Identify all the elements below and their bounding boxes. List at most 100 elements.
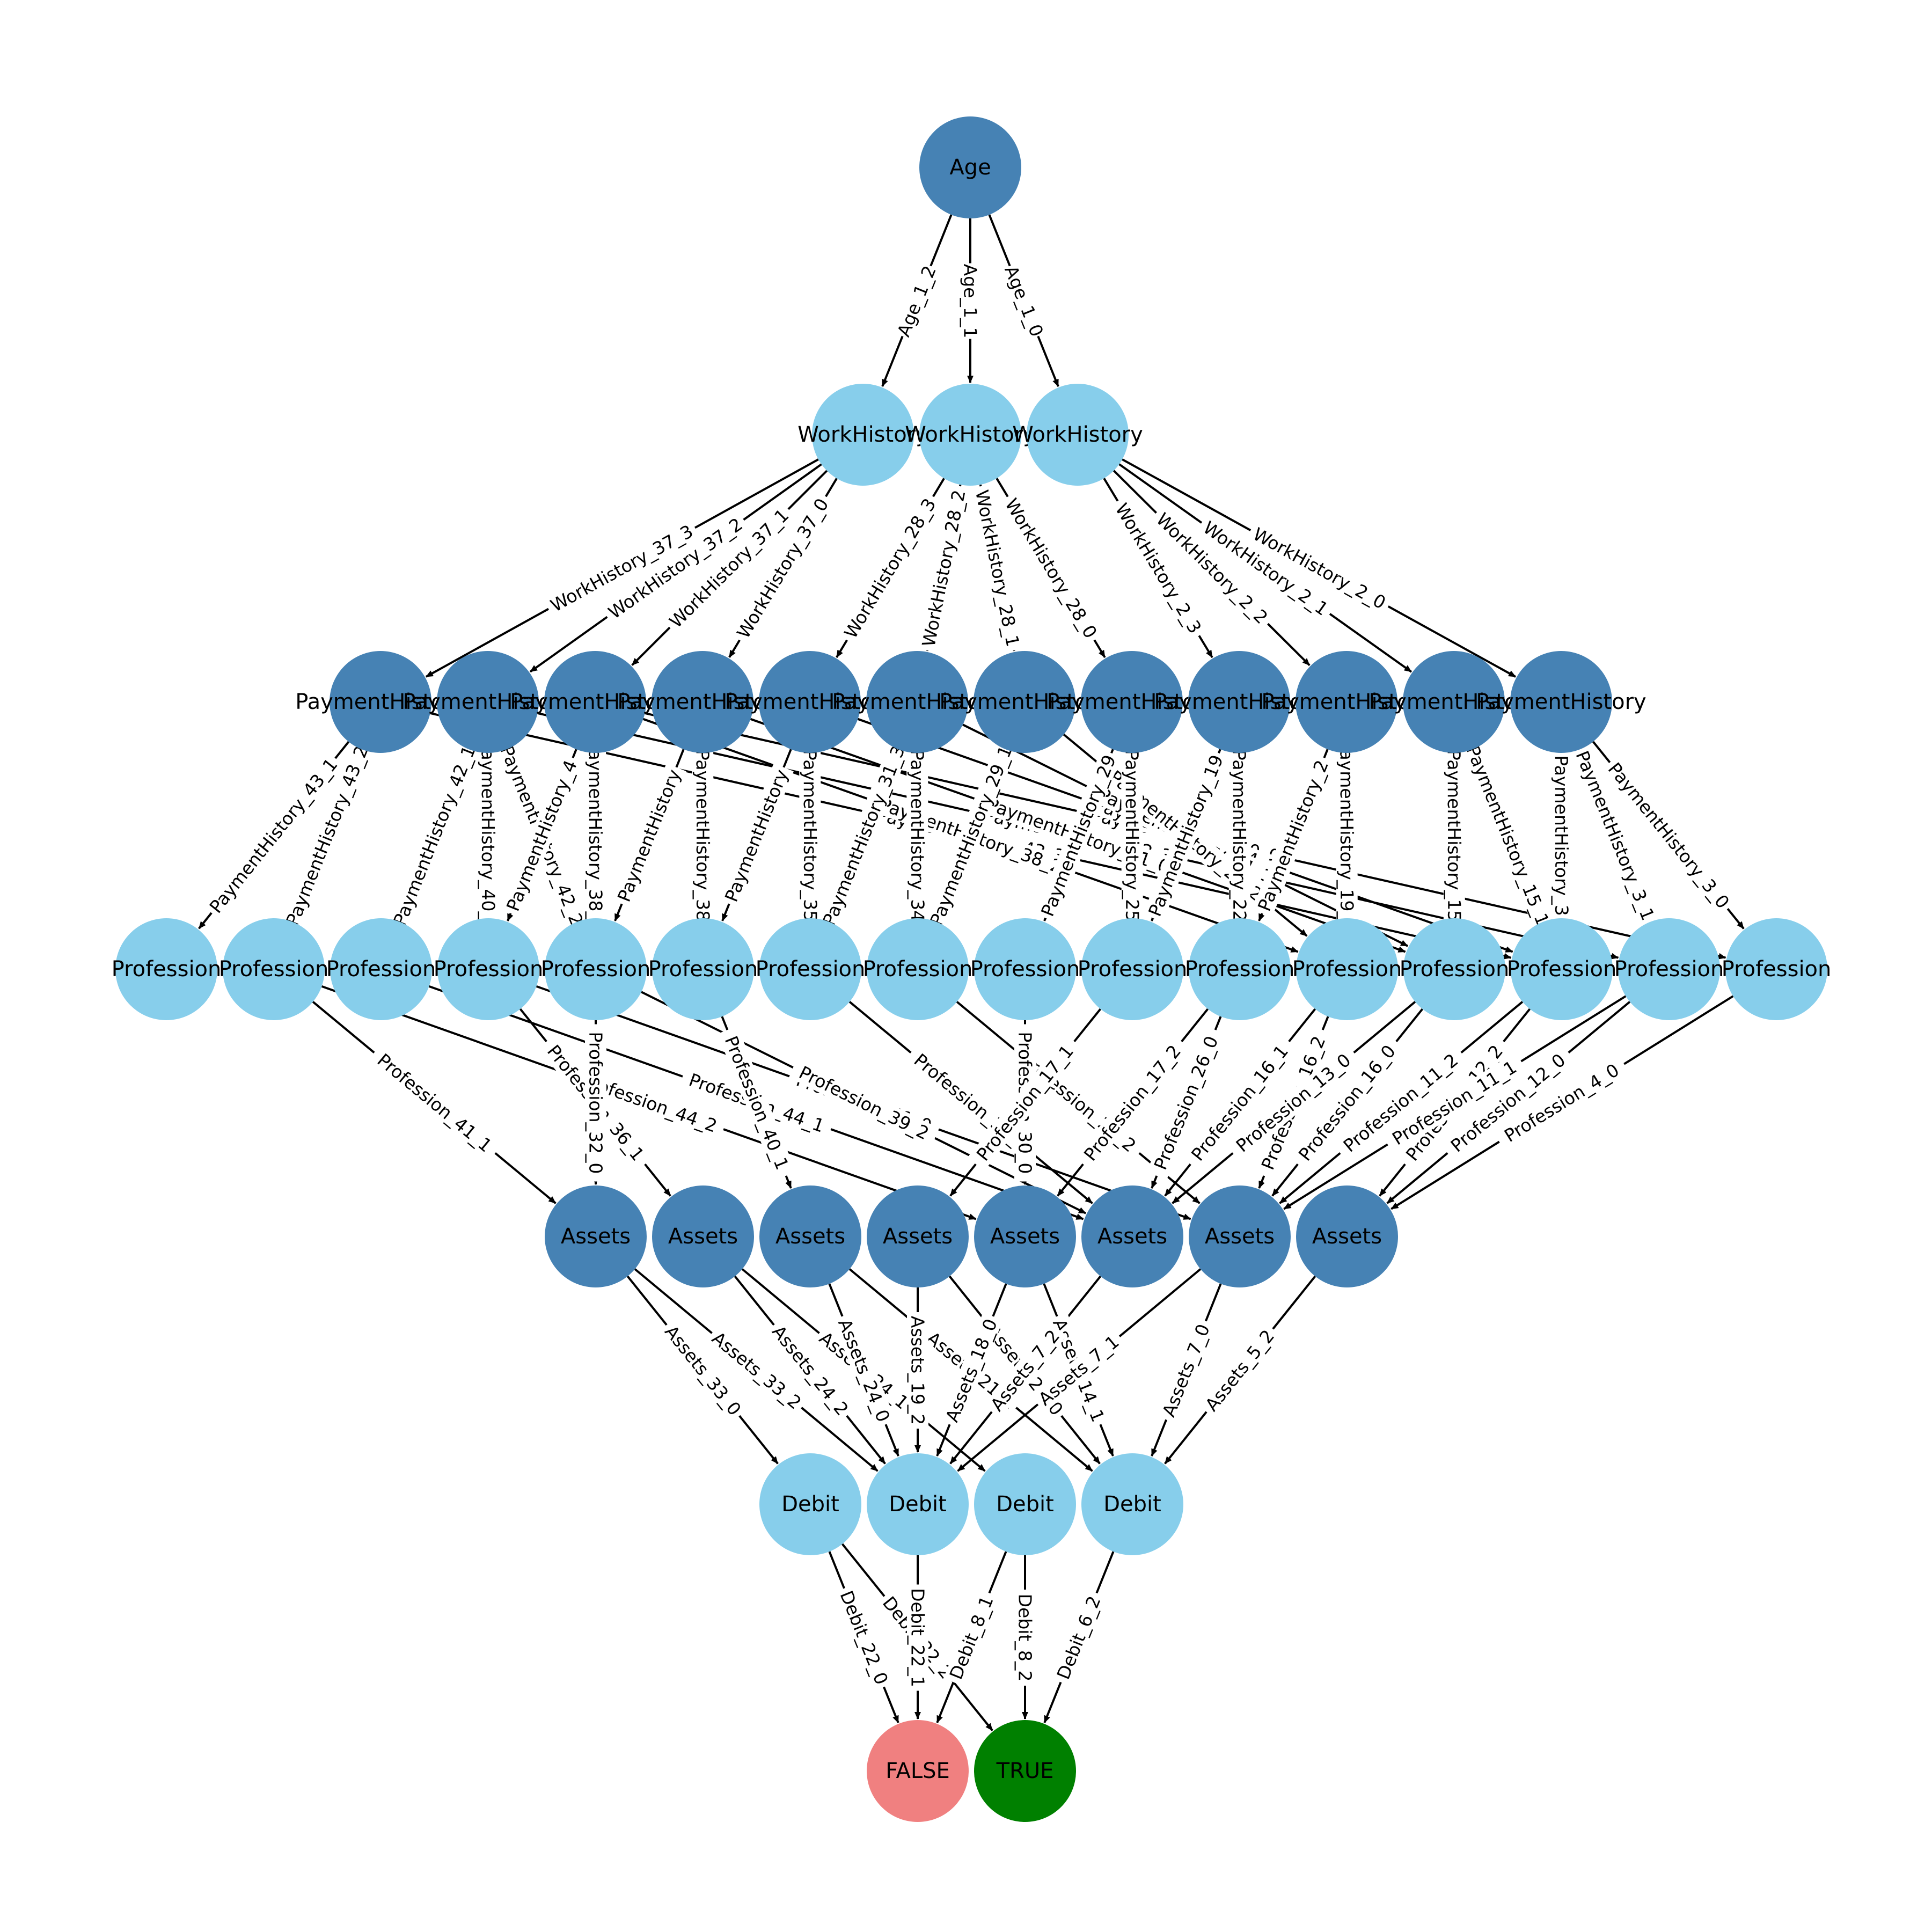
node-pr3: Profession (434, 918, 544, 1020)
node-true: TRUE (974, 1720, 1076, 1822)
assets-node-circle (1189, 1185, 1291, 1287)
node-as2: Assets (759, 1185, 861, 1287)
node-false: FALSE (867, 1720, 969, 1822)
edge-label-background (501, 753, 583, 918)
node-label: Profession (970, 957, 1080, 982)
edge-label-text: Profession_32_0 (586, 1032, 606, 1174)
node-label: Assets (775, 1224, 845, 1249)
profession-node-circle (223, 918, 325, 1020)
edge-label-background (1182, 1035, 1298, 1171)
assets-node-circle (1296, 1185, 1398, 1287)
node-as0: Assets (545, 1185, 647, 1287)
edge-label-background (1382, 1052, 1527, 1154)
edge-label-text: Debit_8_2 (1015, 1594, 1036, 1682)
assets-node-circle (974, 1185, 1076, 1287)
payment-history-node-circle (652, 651, 753, 753)
profession-node-circle (1725, 918, 1827, 1020)
edge-label-background (1000, 262, 1048, 340)
edge-label: PaymentHistory_34 (906, 747, 928, 925)
profession-node-circle (1189, 918, 1291, 1020)
node-ph5: PaymentHistory (832, 651, 1002, 753)
node-pr6: Profession (756, 918, 866, 1020)
edge-label: PaymentHistory_40_3 (477, 736, 499, 935)
edge-label-background (658, 1318, 748, 1423)
edge-label-text: PaymentHistory_35 (800, 750, 821, 921)
node-db3: Debit (1081, 1453, 1183, 1555)
debit-node-circle (867, 1453, 969, 1555)
edge-label: Age_1_0 (1000, 262, 1048, 340)
edge-label-background (1146, 1026, 1226, 1180)
node-label: Profession (756, 957, 866, 982)
edge-label-background (543, 518, 700, 619)
edge-label-text: PaymentHistory_15 (1444, 750, 1465, 921)
node-as7: Assets (1296, 1185, 1398, 1287)
node-label: Debit (1103, 1492, 1161, 1517)
profession-node-circle (1618, 918, 1720, 1020)
edge-label-background (387, 740, 481, 932)
node-label: Debit (781, 1492, 839, 1517)
edge-label-background (960, 263, 981, 339)
edge-label-background (983, 1322, 1067, 1419)
edge-label-background (1550, 751, 1572, 920)
edge-label-background (917, 484, 971, 653)
payment-history-node-circle (1510, 651, 1612, 753)
edge-label-background (1601, 756, 1736, 916)
edge-label: PaymentHistory (612, 763, 686, 908)
payment-history-node-circle (1296, 651, 1397, 753)
edge-label-text: Debit_6_2 (1052, 1593, 1104, 1682)
edge-label-text: PaymentHistory (613, 766, 685, 905)
profession-node-circle (652, 918, 754, 1020)
edge-label-background (832, 1312, 896, 1429)
work-history-node-circle (919, 384, 1021, 486)
edge-label: Profession_32_0 (585, 1024, 606, 1182)
node-pr15: Profession (1722, 918, 1831, 1020)
edge-label-background (765, 1318, 855, 1423)
edge-label-background (799, 747, 821, 925)
node-label: Profession (1292, 957, 1402, 982)
profession-node-circle (1403, 918, 1505, 1020)
edge-label-background (1035, 749, 1122, 923)
edge-label-background (692, 747, 714, 925)
payment-history-node-circle (1081, 651, 1183, 753)
node-label: Profession (434, 957, 544, 982)
edge-label-background (1226, 1044, 1361, 1161)
edge-label-background (1570, 744, 1660, 927)
edge-label-background (612, 763, 686, 908)
node-pr1: Profession (219, 918, 328, 1020)
edge-label-text: PaymentHistory_22 (1229, 750, 1250, 921)
payment-history-node-circle (759, 651, 861, 753)
edge-label-text: Assets_5_2 (1201, 1326, 1279, 1415)
edge-label-text: PaymentHistory_3 (1551, 755, 1572, 916)
node-pr0: Profession (112, 918, 221, 1020)
edge-label-text: PaymentHistory_38 (692, 750, 714, 921)
edge-label-background (1195, 514, 1336, 623)
edge-label-text: PaymentHistory_31_3 (818, 743, 909, 929)
edge-label: Debit_8_1 (943, 1589, 999, 1686)
false-node-node-circle (867, 1720, 969, 1822)
edge-label: PaymentHistory_31_3 (817, 740, 911, 932)
edge-label-background (367, 1044, 502, 1161)
edge-label-background (892, 262, 941, 340)
edge-label-background (572, 1066, 727, 1139)
edge-label-text: PaymentHistory_38_1 (585, 740, 606, 932)
edge-label-background (788, 1058, 940, 1148)
edge-label-background (1143, 749, 1229, 923)
node-label: Profession (1078, 957, 1188, 982)
node-label: Assets (668, 1224, 738, 1249)
profession-node-circle (867, 918, 969, 1020)
edge-label-background (1156, 1317, 1216, 1424)
edge-label-background (817, 740, 911, 932)
edge-label-background (1108, 495, 1209, 641)
payment-history-node-circle (437, 651, 539, 753)
profession-node-circle (1081, 918, 1183, 1020)
debit-node-circle (759, 1453, 861, 1555)
edge-label-background (834, 1584, 894, 1691)
edge-label: PaymentHistory_38_1 (584, 736, 606, 935)
edge-label: PaymentHistory (719, 763, 794, 908)
edge-label: PaymentHistory_38 (692, 747, 714, 925)
edge-label-background (1014, 1590, 1036, 1686)
edge-label-background (940, 1312, 1003, 1429)
profession-node-circle (545, 918, 647, 1020)
edge-label-background (1074, 1035, 1190, 1171)
edge-label-background (1031, 1328, 1126, 1413)
